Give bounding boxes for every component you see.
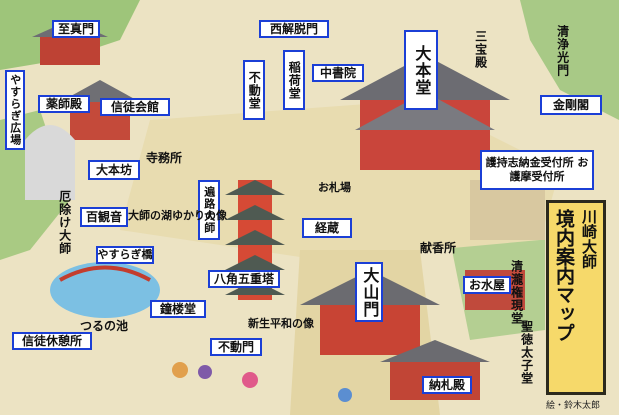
label-daihonbo[interactable]: 大本坊	[88, 160, 140, 180]
yasuragi-statue	[25, 125, 75, 200]
label-fudomon[interactable]: 不動門	[210, 338, 262, 356]
label-kyozo[interactable]: 経蔵	[302, 218, 352, 238]
label-hakkakugojuto[interactable]: 八角五重塔	[208, 270, 280, 288]
label-yasuragi-hiroba[interactable]: やすらぎ広場	[5, 70, 25, 150]
label-chushoin[interactable]: 中書院	[312, 64, 364, 82]
label-shotokutaishido: 聖徳太子堂	[519, 320, 534, 385]
label-omizuya[interactable]: お水屋	[463, 276, 511, 294]
map-title-box: 川崎大師 境内案内マップ	[546, 200, 606, 395]
pagoda-roofs	[225, 180, 285, 295]
label-shidomon[interactable]: 至真門	[52, 20, 100, 38]
label-shoroudo[interactable]: 鐘楼堂	[150, 300, 206, 318]
tsuru-pond	[50, 262, 160, 318]
label-seijokomon: 清浄光門	[555, 25, 570, 77]
label-fudodo[interactable]: 不動堂	[243, 60, 265, 120]
map-title-line-2: 境内案内マップ	[553, 209, 575, 342]
label-hyakkannon[interactable]: 百観音	[80, 207, 128, 227]
label-yakuyoke: 厄除け大師	[57, 190, 72, 255]
yasuragi-bridge	[59, 265, 151, 282]
label-yasuragibashi[interactable]: やすらぎ橋	[96, 246, 154, 264]
label-kongokaku[interactable]: 金剛閣	[540, 95, 602, 115]
label-daihondo[interactable]: 大本堂	[404, 30, 438, 110]
trees-northeast	[520, 0, 619, 120]
label-nosatsuden[interactable]: 納札殿	[422, 376, 472, 394]
label-shintokyuukeisho[interactable]: 信徒休憩所	[12, 332, 92, 350]
label-henrodaishi[interactable]: 遍路大師	[198, 180, 220, 240]
label-kiyotakinaetendo: 清瀧権現堂	[509, 260, 524, 325]
label-inarido[interactable]: 稲荷堂	[283, 50, 305, 110]
label-tsurunoike: つるの池	[80, 319, 129, 333]
label-shintokaikan[interactable]: 信徒会館	[100, 98, 170, 116]
label-daisanmon[interactable]: 大山門	[355, 262, 383, 322]
illustrator-credit: 絵・鈴木太郎	[546, 401, 601, 411]
label-jimusho: 寺務所	[146, 151, 183, 165]
label-kenshosho: 献香所	[420, 241, 457, 255]
label-gomashi[interactable]: 護持志納金受付所 お護摩受付所	[480, 150, 594, 190]
label-katsunawa: 大師の湖ゆかりの像	[128, 209, 227, 222]
label-shinseheiwanozo: 新生平和の像	[248, 317, 314, 330]
label-ofudaba: お札場	[318, 181, 351, 194]
map-title-line-1: 川崎大師	[580, 209, 598, 269]
label-seikaidatsumon[interactable]: 西解脱門	[259, 20, 329, 38]
label-sanpoden: 三宝殿	[473, 30, 488, 69]
label-yakushiden[interactable]: 薬師殿	[38, 95, 90, 113]
